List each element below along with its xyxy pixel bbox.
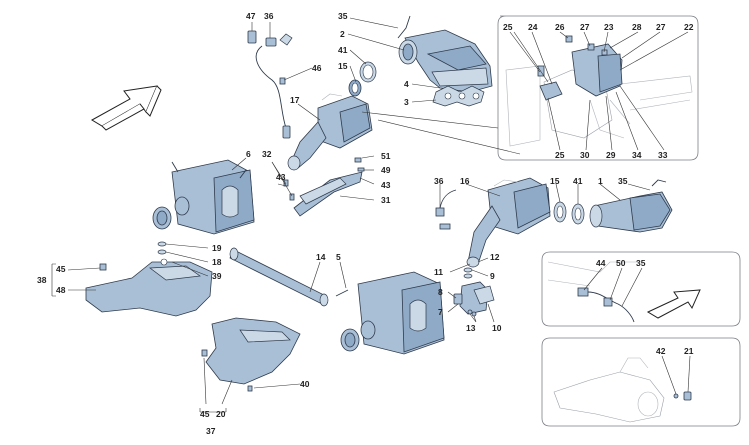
clip-46 bbox=[279, 77, 286, 85]
callout-37: 37 bbox=[206, 426, 216, 436]
inset-callout-27: 27 bbox=[580, 22, 590, 32]
small-fasteners-19-18 bbox=[99, 241, 167, 271]
detail-inset-sensor-44-50 bbox=[541, 251, 741, 327]
callout-1: 1 bbox=[598, 176, 603, 186]
catalytic-converter-17 bbox=[287, 93, 373, 171]
inset-callout-30: 30 bbox=[580, 150, 590, 160]
inset3-callout-42: 42 bbox=[656, 346, 666, 356]
muffler-5-lower bbox=[335, 271, 445, 355]
callout-16: 16 bbox=[460, 176, 470, 186]
callout-51: 51 bbox=[381, 151, 391, 161]
callout-48: 48 bbox=[56, 285, 66, 295]
callout-40: 40 bbox=[300, 379, 310, 389]
callout-19: 19 bbox=[212, 243, 222, 253]
callout-32: 32 bbox=[262, 149, 272, 159]
callout-6: 6 bbox=[246, 149, 251, 159]
tailpipe-14 bbox=[229, 247, 329, 307]
inset3-callout-21: 21 bbox=[684, 346, 694, 356]
callout-47: 47 bbox=[246, 11, 256, 21]
callout-14: 14 bbox=[316, 252, 326, 262]
callout-36: 36 bbox=[434, 176, 444, 186]
detail-inset-converter-42-21 bbox=[541, 337, 741, 427]
detail-inset-installation bbox=[497, 15, 699, 161]
callout-45: 45 bbox=[200, 409, 210, 419]
inset2-callout-35: 35 bbox=[636, 258, 646, 268]
callout-5: 5 bbox=[336, 252, 341, 262]
callout-31: 31 bbox=[381, 195, 391, 205]
bracket-31 bbox=[293, 171, 363, 217]
callout-41: 41 bbox=[338, 45, 348, 55]
callout-11: 11 bbox=[434, 267, 443, 277]
callout-35: 35 bbox=[618, 176, 628, 186]
catalytic-converter-16 bbox=[466, 177, 551, 268]
callout-9: 9 bbox=[490, 271, 495, 281]
callout-38: 38 bbox=[37, 275, 47, 285]
callout-43: 43 bbox=[276, 172, 286, 182]
inset-callout-line-bottom bbox=[377, 119, 521, 155]
callout-10: 10 bbox=[492, 323, 502, 333]
callout-49: 49 bbox=[381, 165, 391, 175]
inset-callout-23: 23 bbox=[604, 22, 614, 32]
callout-8: 8 bbox=[438, 287, 443, 297]
inset-callout-25: 25 bbox=[555, 150, 565, 160]
bolts-43-49-51 bbox=[283, 157, 365, 201]
inset-callout-28: 28 bbox=[632, 22, 642, 32]
callout-3: 3 bbox=[404, 97, 409, 107]
gasket-41-ring bbox=[348, 61, 377, 97]
inset-callout-29: 29 bbox=[606, 150, 616, 160]
callout-15: 15 bbox=[338, 61, 348, 71]
callout-17: 17 bbox=[290, 95, 300, 105]
callout-43: 43 bbox=[381, 180, 391, 190]
heat-shield-48 bbox=[85, 258, 213, 317]
inset-callout-25: 25 bbox=[503, 22, 513, 32]
direction-arrow-icon bbox=[90, 85, 162, 131]
valve-actuator-group bbox=[453, 267, 495, 317]
inset-callout-line-top bbox=[361, 111, 499, 129]
inset2-callout-50: 50 bbox=[616, 258, 626, 268]
inset2-callout-44: 44 bbox=[596, 258, 606, 268]
inset-callout-26: 26 bbox=[555, 22, 565, 32]
inset-callout-33: 33 bbox=[658, 150, 668, 160]
lambda-sensor-36-top bbox=[247, 30, 293, 139]
inset-callout-34: 34 bbox=[632, 150, 642, 160]
heat-shield-20 bbox=[201, 317, 301, 392]
callout-39: 39 bbox=[212, 271, 222, 281]
exhaust-manifold-4 bbox=[397, 15, 493, 93]
callout-2: 2 bbox=[340, 29, 345, 39]
callout-45: 45 bbox=[56, 264, 66, 274]
muffler-6-left bbox=[152, 159, 255, 235]
inset-callout-24: 24 bbox=[528, 22, 538, 32]
lambda-sensor-36-mid bbox=[435, 189, 457, 230]
inset-callout-22: 22 bbox=[684, 22, 694, 32]
callout-12: 12 bbox=[490, 252, 500, 262]
callout-18: 18 bbox=[212, 257, 222, 267]
leader-lines bbox=[51, 17, 691, 413]
callout-13: 13 bbox=[466, 323, 476, 333]
inset-callout-27: 27 bbox=[656, 22, 666, 32]
callout-15: 15 bbox=[550, 176, 560, 186]
callout-36: 36 bbox=[264, 11, 274, 21]
callout-46: 46 bbox=[312, 63, 322, 73]
callout-4: 4 bbox=[404, 79, 409, 89]
pipe-1-assembly bbox=[553, 179, 673, 233]
callout-labels: 47 36 35 2 41 15 46 4 3 17 6 32 43 51 49… bbox=[37, 11, 694, 436]
callout-35: 35 bbox=[338, 11, 348, 21]
gasket-3 bbox=[432, 85, 485, 107]
callout-7: 7 bbox=[438, 307, 443, 317]
callout-41: 41 bbox=[573, 176, 583, 186]
callout-20: 20 bbox=[216, 409, 226, 419]
